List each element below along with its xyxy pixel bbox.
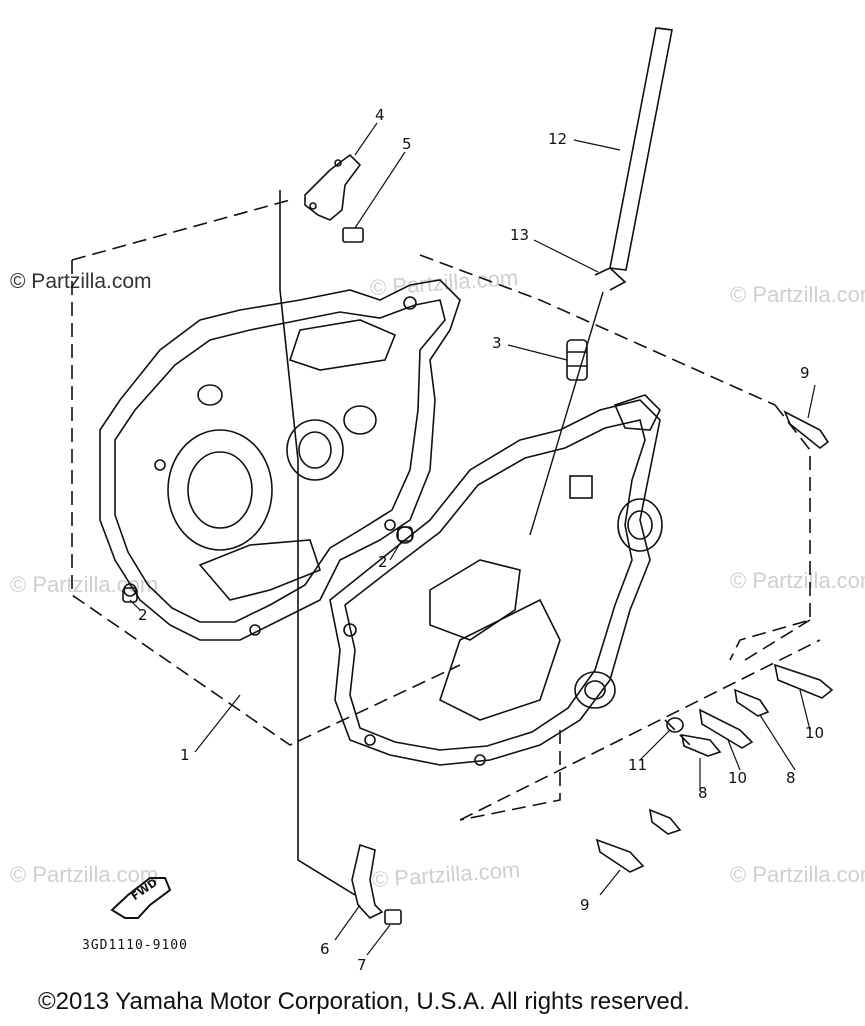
breather-hose bbox=[609, 27, 673, 271]
bolt-10-right bbox=[773, 663, 834, 699]
callout-12: 12 bbox=[548, 130, 568, 148]
callout-9: 9 bbox=[800, 364, 810, 382]
partzilla-watermark: © Partzilla.com bbox=[730, 568, 865, 593]
callout-10: 10 bbox=[805, 724, 825, 742]
partzilla-watermark: © Partzilla.com bbox=[10, 862, 159, 887]
bolt-9-top bbox=[783, 410, 830, 450]
callout-8: 8 bbox=[786, 769, 796, 787]
crankcase-right-half bbox=[329, 394, 663, 766]
diagram-code: 3GD1110-9100 bbox=[82, 938, 188, 953]
bracket-leader bbox=[279, 190, 356, 896]
dowel-pin-3 bbox=[566, 339, 588, 381]
bolt-8-right bbox=[733, 688, 770, 717]
callout-8: 8 bbox=[698, 784, 708, 802]
partzilla-watermark: © Partzilla.com bbox=[10, 270, 152, 293]
callout-2: 2 bbox=[378, 553, 388, 571]
callout-1: 1 bbox=[180, 746, 190, 764]
callout-5: 5 bbox=[402, 135, 412, 153]
dowel-pin-2-left bbox=[122, 587, 138, 603]
washer-11 bbox=[666, 717, 684, 733]
copyright-notice: ©2013 Yamaha Motor Corporation, U.S.A. A… bbox=[38, 988, 690, 1015]
bolt-8-low bbox=[648, 808, 682, 835]
alignment-lines bbox=[71, 199, 821, 821]
partzilla-watermark: © Partzilla.com bbox=[730, 282, 865, 307]
bolt-9-bottom bbox=[595, 838, 645, 873]
hose-clip bbox=[594, 267, 627, 291]
callout-7: 7 bbox=[357, 956, 367, 974]
callout-leaders bbox=[129, 122, 816, 956]
callout-13: 13 bbox=[510, 226, 530, 244]
bolt-8-mid bbox=[681, 734, 722, 757]
bracket-top bbox=[304, 153, 362, 221]
callout-4: 4 bbox=[375, 106, 385, 124]
callout-10: 10 bbox=[728, 769, 748, 787]
bracket-bottom bbox=[351, 843, 384, 919]
callout-2: 2 bbox=[138, 606, 148, 624]
callout-11: 11 bbox=[628, 756, 648, 774]
dowel-pin-2-center bbox=[397, 526, 413, 542]
bolt-7 bbox=[384, 909, 402, 925]
callout-6: 6 bbox=[320, 940, 330, 958]
partzilla-watermark: © Partzilla.com bbox=[730, 862, 865, 887]
bolt-10-mid bbox=[698, 708, 754, 749]
fwd-arrow-icon bbox=[110, 877, 172, 919]
bolt-5 bbox=[342, 227, 364, 243]
callout-3: 3 bbox=[492, 334, 502, 352]
crankcase-left-half bbox=[99, 279, 461, 641]
callout-9: 9 bbox=[580, 896, 590, 914]
